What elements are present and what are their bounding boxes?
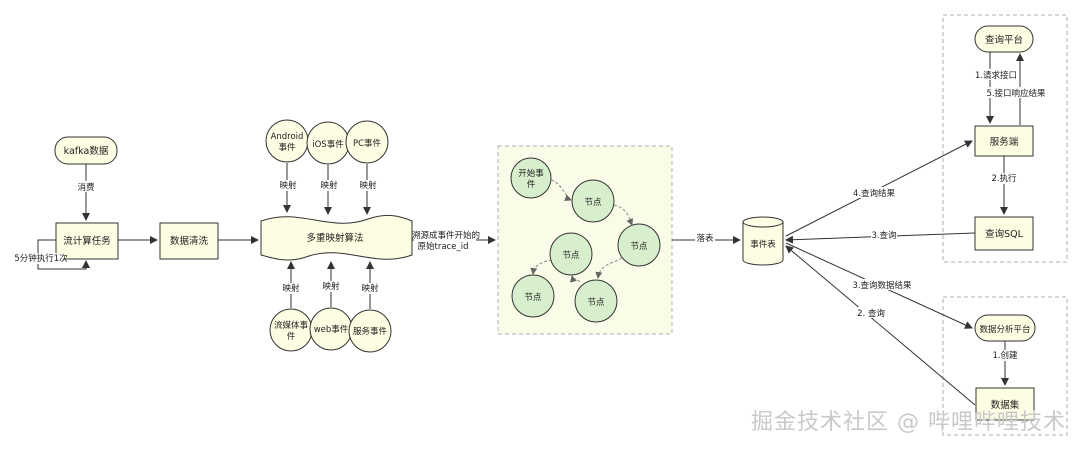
start-event-node <box>510 157 552 199</box>
data-result3-label: 3.查询数据结果 <box>852 280 912 291</box>
data-clean-label: 数据清洗 <box>170 235 209 247</box>
analysis-platform-label: 数据分析平台 <box>979 324 1030 335</box>
consume-label: 消费 <box>77 182 95 193</box>
multi-map-node <box>260 214 413 261</box>
android-label-2: 事件 <box>278 142 296 153</box>
media-label-2: 件 <box>287 331 296 342</box>
pc-node <box>345 120 389 164</box>
map-bot-label-3: 映射 <box>361 283 379 294</box>
ios-label: iOS事件 <box>312 139 344 150</box>
map-top-label-2: 映射 <box>320 180 338 191</box>
query-result4-label: 4.查询结果 <box>853 188 896 199</box>
start-event-label-2: 件 <box>527 179 536 190</box>
query2-label: 2. 查询 <box>857 308 885 319</box>
map-bot-label-2: 映射 <box>322 281 340 292</box>
exec-label: 2.执行 <box>991 173 1017 184</box>
trace-link-2 <box>613 204 634 226</box>
query-platform-label: 查询平台 <box>985 34 1023 46</box>
trace-label-2: 原始trace_id <box>418 241 469 252</box>
every5min-label: 5分钟执行1次 <box>14 253 68 264</box>
stream-task-label: 流计算任务 <box>63 235 111 247</box>
stream-task-node <box>55 222 119 260</box>
server-node <box>974 125 1034 157</box>
store-label: 落表 <box>696 233 714 244</box>
android-label-1: Android <box>271 132 304 142</box>
trace-node-2-label: 节点 <box>630 242 648 252</box>
trace-node-1 <box>571 179 615 223</box>
trace-link-5 <box>530 259 553 275</box>
query-sql-label: 查询SQL <box>985 228 1024 240</box>
trace-label-1: 溯源成事件开始的 <box>412 230 480 241</box>
query3-label: 3.查询 <box>871 230 896 241</box>
request-label: 1.请求接口 <box>975 70 1017 81</box>
start-event-label-1: 开始事 <box>518 168 544 179</box>
response-label: 5.接口响应结果 <box>986 88 1046 99</box>
trace-link-1 <box>550 179 572 202</box>
create-label: 1.创建 <box>992 350 1018 361</box>
service-event-label: 服务事件 <box>353 326 388 337</box>
kafka-label: kafka数据 <box>64 145 109 157</box>
map-bot-label-1: 映射 <box>282 283 300 294</box>
data-clean-node <box>159 222 219 260</box>
event-table-label: 事件表 <box>750 239 776 250</box>
watermark: 掘金技术社区 @ 哔哩哔哩技术 <box>751 410 1066 435</box>
trace-node-5 <box>574 279 618 323</box>
multi-map-label: 多重映射算法 <box>306 232 363 244</box>
media-label-1: 流媒体事 <box>274 320 309 331</box>
dataset-label: 数据集 <box>991 399 1020 411</box>
trace-node-4 <box>511 274 555 318</box>
trace-node-3-label: 节点 <box>562 251 580 261</box>
trace-node-4-label: 节点 <box>524 293 542 303</box>
trace-link-3 <box>595 257 623 279</box>
map-top-label-1: 映射 <box>279 180 297 191</box>
dataset-node <box>975 387 1035 421</box>
trace-node-3 <box>549 232 593 276</box>
trace-node-5-label: 节点 <box>587 298 605 308</box>
map-top-label-3: 映射 <box>359 180 377 191</box>
every5min-edge <box>37 239 90 270</box>
pc-label: PC事件 <box>353 138 382 149</box>
event-table-node <box>742 216 784 266</box>
query2-edge <box>785 245 976 406</box>
service-event-node <box>348 309 392 353</box>
trace-node-2 <box>617 223 661 267</box>
query-sql-node <box>974 216 1034 251</box>
server-label: 服务端 <box>990 136 1019 148</box>
trace-node-1-label: 节点 <box>584 198 602 208</box>
query-platform-node <box>974 25 1034 53</box>
trace-link-4 <box>570 275 581 283</box>
web-label: web事件 <box>314 324 349 335</box>
